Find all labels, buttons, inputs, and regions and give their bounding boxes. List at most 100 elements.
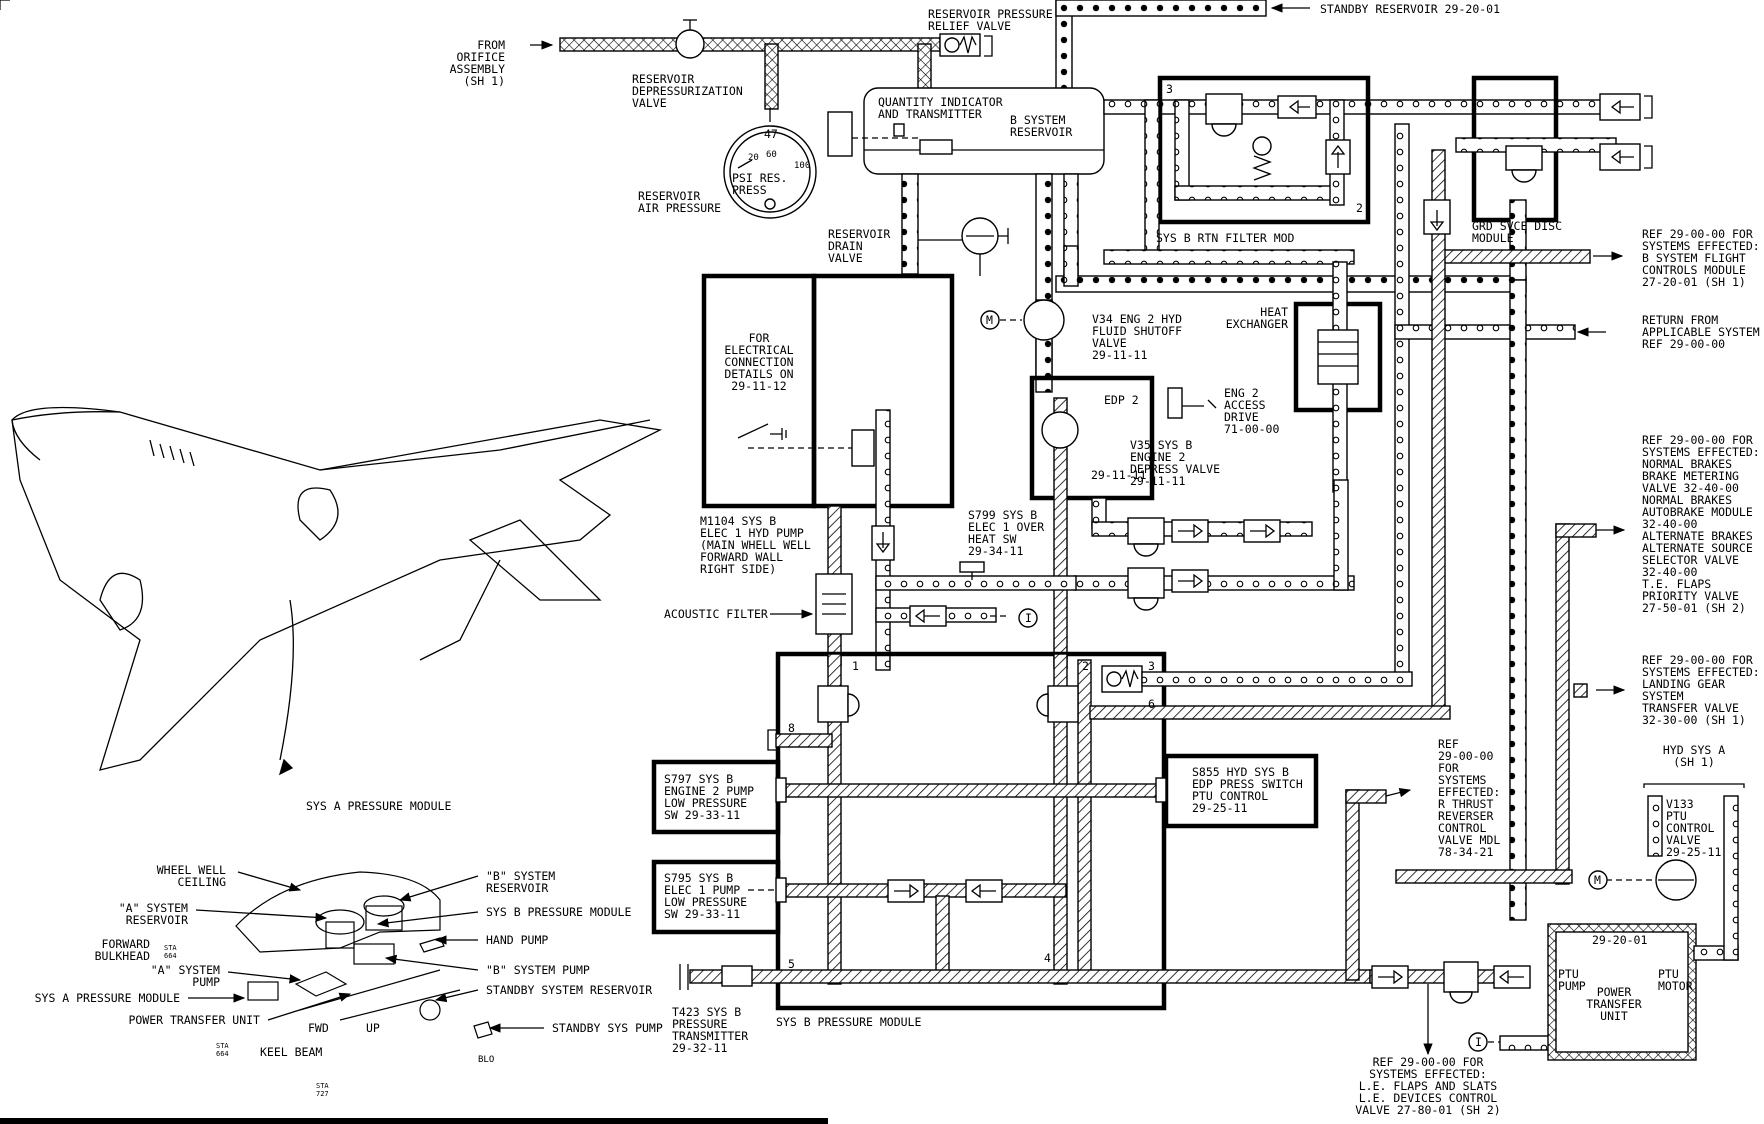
ref-thrust-reverser-label-line-10: 78-34-21 [1438, 845, 1493, 859]
motor-label-v34: M [986, 313, 993, 327]
s795-label-line-1: S795 SYS B [664, 871, 733, 885]
v133-label-line-3: CONTROL [1666, 821, 1715, 835]
relief-valve-label-line-1: RESERVOIR PRESSURE [928, 7, 1053, 21]
gauge-label-line-2: PRESS [732, 183, 767, 197]
eng2-access-drive-label-line-1: ENG 2 [1224, 386, 1259, 400]
quantity-transmitter-icon [827, 111, 853, 157]
ref-thrust-reverser-label-line-2: 29-00-00 [1438, 749, 1493, 763]
ref-brakes-label-line-13: T.E. FLAPS [1642, 577, 1711, 591]
eng2-access-drive-label-line-2: ACCESS [1224, 398, 1266, 412]
ptu-supply-line [1509, 279, 1527, 921]
heat-exchanger-label-line-1: HEAT [1260, 305, 1288, 319]
ref-landing-gear-label-line-1: REF 29-00-00 FOR [1642, 653, 1753, 667]
leader-arrow [384, 954, 479, 971]
standby-reservoir-top-line [1055, 0, 1267, 17]
return-filter-module-label: SYS B RTN FILTER MOD [1156, 231, 1295, 245]
ref-landing-gear-label-line-3: LANDING GEAR [1642, 677, 1725, 691]
ptu-pump-label-line-2: PUMP [1558, 979, 1586, 993]
pressure-header-line [785, 783, 1167, 798]
ref-brakes-label-line-10: ALTERNATE SOURCE [1642, 541, 1753, 555]
reservoir-air-pressure-label-line-1: RESERVOIR [638, 189, 700, 203]
s855-label-line-2: EDP PRESS SWITCH [1192, 777, 1303, 791]
port-number-7: 8 [788, 721, 795, 735]
electrical-connection-label-line-3: CONNECTION [724, 355, 793, 369]
ref-brakes-label-line-9: ALTERNATE BRAKES [1642, 529, 1753, 543]
ptu-pump-label-line-1: PTU [1558, 967, 1579, 981]
s795-label-line-2: ELEC 1 PUMP [664, 883, 740, 897]
ref-brakes-label-line-7: AUTOBRAKE MODULE [1642, 505, 1753, 519]
b-system-reservoir-label-line-1: B SYSTEM [1010, 113, 1065, 127]
ref-brakes-label-line-14: PRIORITY VALVE [1642, 589, 1739, 603]
electrical-connection-label-line-4: DETAILS ON [724, 367, 793, 381]
hand-pump-label: HAND PUMP [486, 933, 548, 947]
v34-label-line-3: VALVE [1092, 336, 1127, 350]
sta-664-label-lower-line-2: 664 [216, 1050, 229, 1058]
b-system-reservoir-locator-label-line-1: "B" SYSTEM [486, 869, 555, 883]
hyd-sys-a-label-line-1: HYD SYS A [1663, 743, 1725, 757]
leader-arrow [227, 971, 302, 984]
b-system-reservoir-label-line-2: RESERVOIR [1010, 125, 1072, 139]
brakes-branch-line [1555, 523, 1570, 885]
ref-thrust-reverser-label-line-1: REF [1438, 737, 1459, 751]
sta-727-label-line-2: 727 [316, 1090, 329, 1098]
relief-valve-label-line-2: RELIEF VALVE [928, 19, 1011, 33]
leader-arrow [434, 989, 479, 1003]
heat-exchanger-label-line-2: EXCHANGER [1226, 317, 1288, 331]
pressure-module-area [651, 651, 1451, 1011]
reservoir-drain-valve-label-line-1: RESERVOIR [828, 227, 890, 241]
middle-lines: M I [701, 123, 1624, 921]
t423-label-line-3: TRANSMITTER [672, 1029, 748, 1043]
fwd-label: FWD [308, 1021, 329, 1035]
from-orifice-label-line-1: FROM [477, 38, 505, 52]
applicable-system-return [1394, 324, 1576, 340]
a-system-pump-label-line-1: "A" SYSTEM [151, 963, 220, 977]
v133-label-line-2: PTU [1666, 809, 1687, 823]
s799-label-line-1: S799 SYS B [968, 508, 1037, 522]
m1104-label-line-1: M1104 SYS B [700, 514, 776, 528]
return-filter-module [1157, 75, 1371, 225]
s797-label-line-4: SW 29-33-11 [664, 808, 740, 822]
reservoir-drain-valve-label-line-3: VALVE [828, 251, 863, 265]
v34-label-line-4: 29-11-11 [1092, 348, 1147, 362]
ref-thrust-reverser-label-line-4: SYSTEMS [1438, 773, 1487, 787]
ref-le-devices-label-line-2: SYSTEMS EFFECTED: [1369, 1067, 1487, 1081]
port-number-2: 2 [1082, 659, 1089, 673]
forward-bulkhead-label-line-2: BULKHEAD [95, 949, 150, 963]
s799-label-line-3: HEAT SW [968, 532, 1017, 546]
port-label-filter-3: 3 [1166, 82, 1173, 96]
motor-icon-v133 [1588, 870, 1608, 890]
standby-reservoir-label: STANDBY RESERVOIR 29-20-01 [1320, 2, 1500, 16]
gauge-tick-20: 20 [748, 153, 759, 163]
relief-branch-line [917, 43, 932, 93]
ref-thrust-reverser-label-line-7: REVERSER [1438, 809, 1493, 823]
electrical-connection-label-line-5: 29-11-12 [731, 379, 786, 393]
port-label-filter-2: 2 [1356, 201, 1363, 215]
v34-label-line-2: FLUID SHUTOFF [1092, 324, 1182, 338]
bottom-rule [0, 1118, 828, 1124]
ref-thrust-reverser-label-line-3: FOR [1438, 761, 1459, 775]
v35-label-line-3: DEPRESS VALVE [1130, 462, 1220, 476]
airplane-illustration [11, 406, 663, 776]
b-system-reservoir-locator-label-line-2: RESERVOIR [486, 881, 548, 895]
eng2-access-drive-label-line-4: 71-00-00 [1224, 422, 1279, 436]
ref-brakes-label-line-8: 32-40-00 [1642, 517, 1697, 531]
motor-label-v133: M [1594, 873, 1601, 887]
ref-thrust-reverser-label-line-5: EFFECTED: [1438, 785, 1500, 799]
s795-label-line-4: SW 29-33-11 [664, 907, 740, 921]
sys-a-pressure-module-top-label: SYS A PRESSURE MODULE [306, 799, 451, 813]
indicator-icon-ptu [1468, 1032, 1488, 1052]
sys-b-pressure-module-locator-label: SYS B PRESSURE MODULE [486, 905, 631, 919]
ref-landing-gear-label-line-2: SYSTEMS EFFECTED: [1642, 665, 1760, 679]
up-label: UP [366, 1021, 380, 1035]
gauge-tick-100: 100 [794, 161, 810, 171]
ref-le-devices-label-line-1: REF 29-00-00 FOR [1373, 1055, 1484, 1069]
electrical-connection-label-line-1: FOR [749, 331, 770, 345]
s855-label-line-4: 29-25-11 [1192, 801, 1247, 815]
reservoir-air-pressure-label-line-2: AIR PRESSURE [638, 201, 721, 215]
orifice-supply-line [559, 37, 941, 52]
depressurization-valve-label-line-1: RESERVOIR [632, 72, 694, 86]
ref-le-devices-label-line-3: L.E. FLAPS AND SLATS [1359, 1079, 1498, 1093]
reservoir-drain-valve-label-line-2: DRAIN [828, 239, 863, 253]
quantity-indicator-label-line-1: QUANTITY INDICATOR [878, 95, 1003, 109]
gauge-label-line-1: PSI RES. [732, 171, 787, 185]
